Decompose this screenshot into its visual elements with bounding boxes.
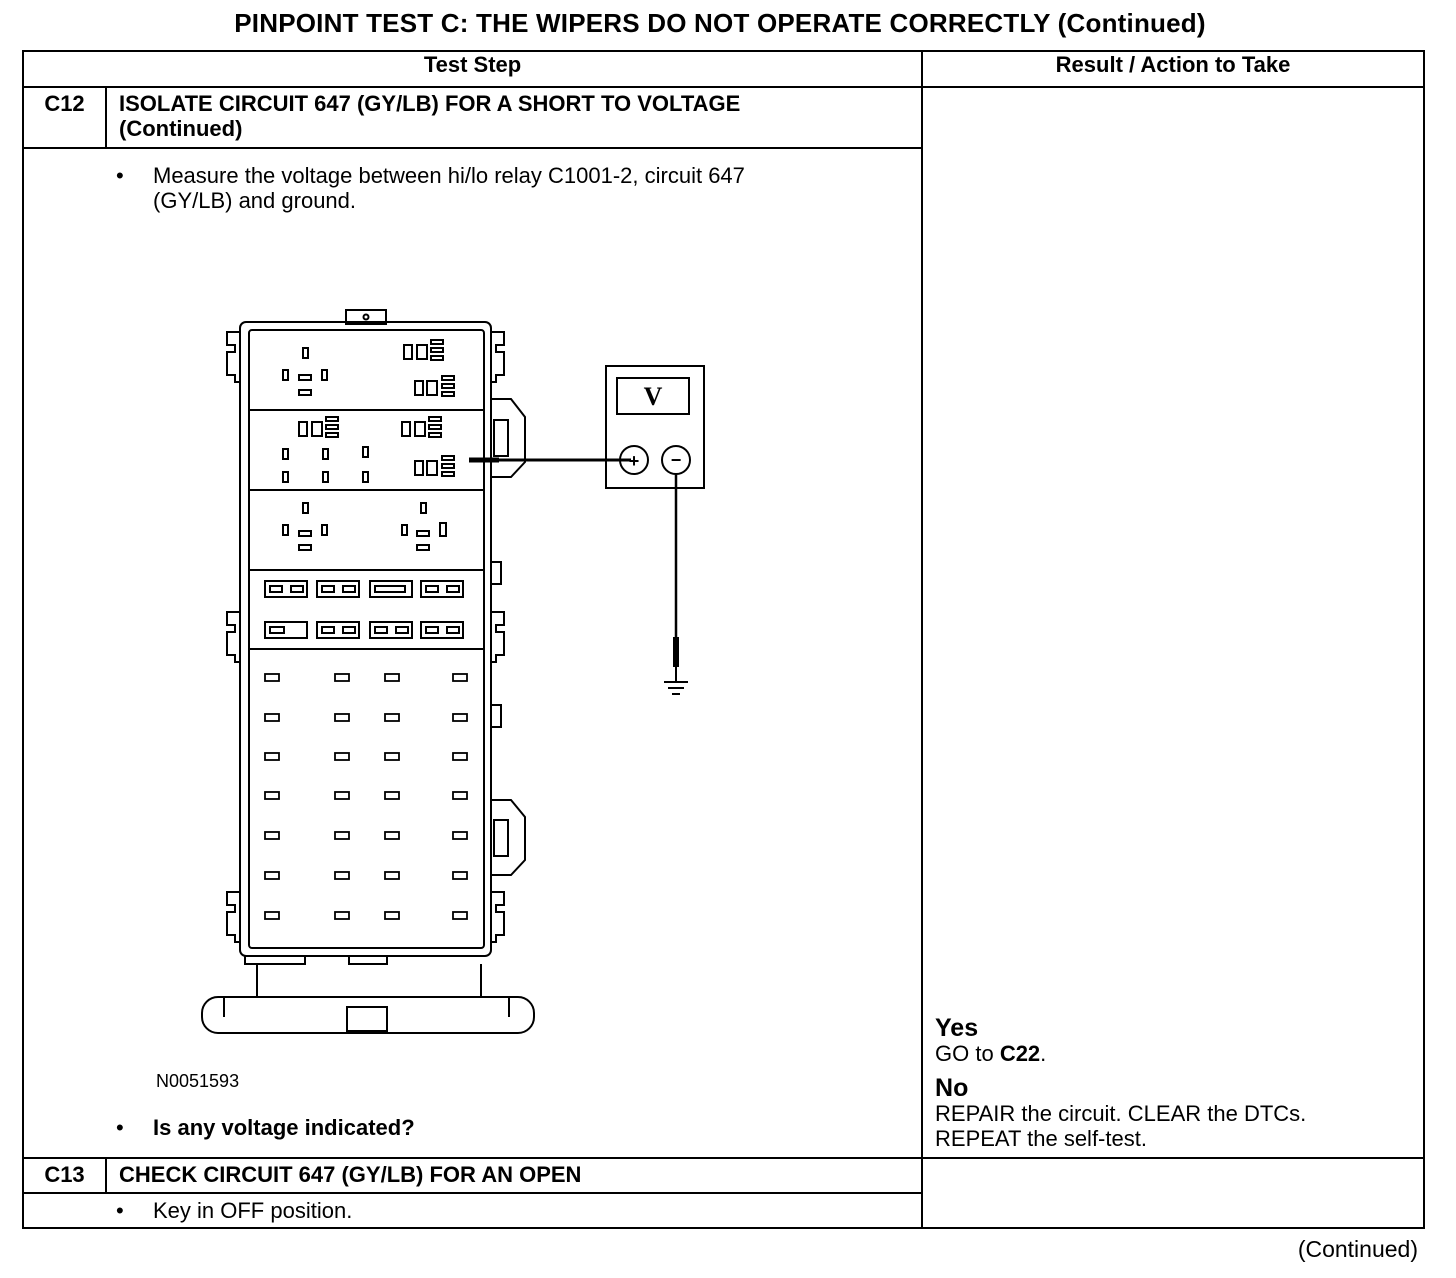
step-heading-c12-line1: ISOLATE CIRCUIT 647 (GY/LB) FOR A SHORT …: [119, 91, 741, 116]
step-question: Is any voltage indicated?: [153, 1115, 415, 1140]
bullet-question: • Is any voltage indicated?: [24, 1115, 921, 1140]
bullet-text-line1: Key in OFF position.: [153, 1198, 353, 1223]
yes-step-ref: C22: [999, 1041, 1041, 1066]
step-number-c12: C12: [22, 86, 107, 149]
yes-text-pre: GO to: [935, 1041, 1000, 1066]
result-cell-c12: Yes GO to C22. No REPAIR the circuit. CL…: [921, 86, 1426, 1159]
meter-volt-symbol: V: [644, 382, 663, 411]
bullet-text-line1: Measure the voltage between hi/lo relay …: [153, 163, 745, 188]
step-heading-c12-line2: (Continued): [119, 116, 243, 141]
figure-id: N0051593: [156, 1071, 240, 1091]
meter-minus-label: −: [671, 450, 682, 470]
bullet-marker: •: [116, 1115, 124, 1140]
header-test-step: Test Step: [21, 50, 924, 88]
step-body-c12: • Measure the voltage between hi/lo rela…: [21, 147, 924, 1159]
bullet-key-off: • Key in OFF position.: [24, 1198, 921, 1223]
result-yes-label: Yes: [935, 1014, 979, 1042]
bullet-measure-voltage: • Measure the voltage between hi/lo rela…: [24, 163, 921, 213]
step-heading-c12: ISOLATE CIRCUIT 647 (GY/LB) FOR A SHORT …: [104, 86, 924, 149]
continued-footer: (Continued): [1297, 1236, 1418, 1262]
bullet-marker: •: [116, 163, 124, 188]
result-no-line1: REPAIR the circuit. CLEAR the DTCs.: [935, 1101, 1307, 1126]
meter-plus-label: +: [629, 451, 640, 471]
bullet-marker: •: [116, 1198, 124, 1223]
result-yes-text: GO to C22.: [935, 1041, 1413, 1066]
result-no-line2: REPEAT the self-test.: [935, 1126, 1147, 1151]
header-result-action: Result / Action to Take: [921, 50, 1426, 88]
step-number-c13: C13: [22, 1157, 107, 1194]
result-cell-c13: [921, 1157, 1426, 1229]
step-body-c13: • Key in OFF position.: [21, 1192, 924, 1229]
step-heading-c13: CHECK CIRCUIT 647 (GY/LB) FOR AN OPEN: [104, 1157, 924, 1194]
page-title: PINPOINT TEST C: THE WIPERS DO NOT OPERA…: [234, 8, 1206, 38]
pinpoint-test-table: Test Step Result / Action to Take C12 IS…: [21, 50, 1426, 1229]
yes-text-post: .: [1040, 1041, 1047, 1066]
bullet-text-line2: (GY/LB) and ground.: [153, 188, 357, 213]
relay-box-voltmeter-diagram: V + −: [201, 309, 705, 1034]
result-no-label: No: [935, 1074, 969, 1102]
